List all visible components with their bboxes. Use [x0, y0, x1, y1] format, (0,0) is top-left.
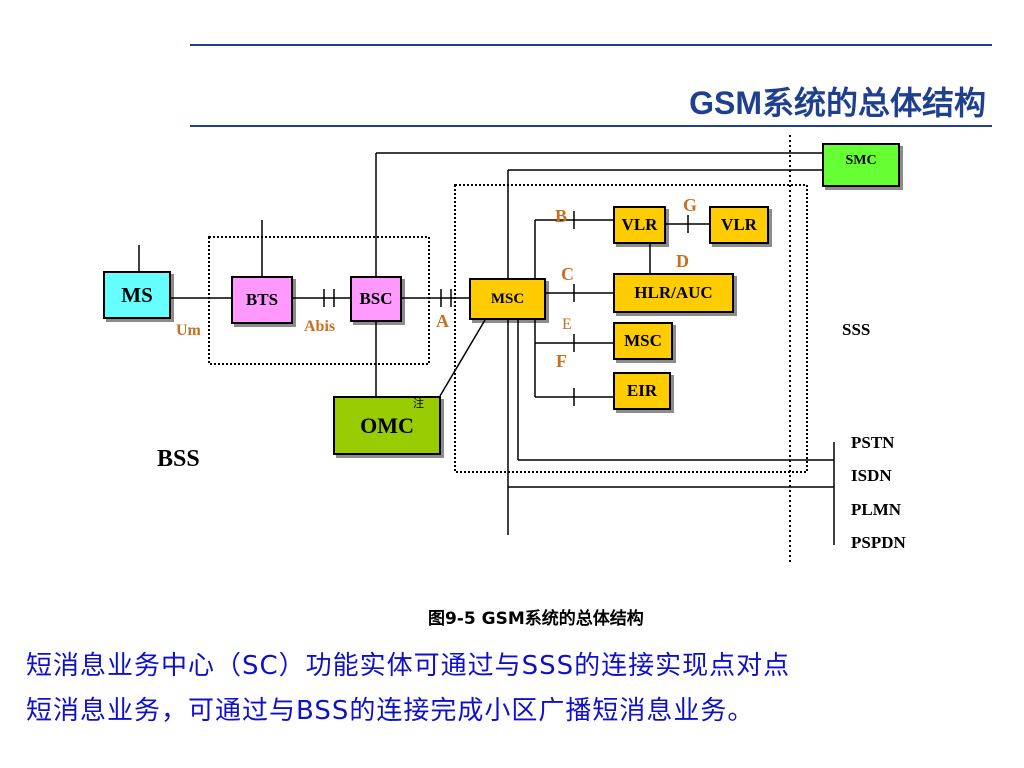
bts-box: BTS: [231, 276, 293, 324]
vlr-label-1: VLR: [621, 215, 658, 234]
msc-box: MSC: [469, 278, 546, 320]
description-line-1: 短消息业务中心（SC）功能实体可通过与SSS的连接实现点对点: [26, 651, 791, 681]
a-interface-label: A: [436, 311, 449, 331]
d-interface-label: D: [676, 251, 689, 271]
c-interface-label: C: [561, 264, 574, 284]
f-interface-label: F: [556, 351, 567, 371]
vlr-label-2: VLR: [721, 215, 757, 234]
bss-group-boundary: [208, 236, 430, 365]
um-interface-label: Um: [176, 322, 201, 339]
network-plmn: PLMN: [851, 500, 902, 519]
omc-label: OMC: [360, 412, 414, 438]
b-interface-label: B: [555, 206, 568, 226]
eir-box: EIR: [613, 372, 671, 410]
top-rule: [190, 44, 992, 46]
vlr-box-2: VLR: [709, 206, 769, 244]
abis-interface-label: Abis: [304, 318, 336, 335]
network-pstn: PSTN: [851, 433, 895, 452]
g-interface-label: G: [683, 195, 698, 215]
description-line-2: 短消息业务，可通过与BSS的连接完成小区广播短消息业务。: [26, 696, 755, 726]
omc-msc-link: [439, 319, 486, 397]
msc-box-2: MSC: [613, 322, 673, 360]
sss-group-boundary: [454, 184, 808, 473]
page-title: GSM系统的总体结构: [689, 85, 986, 121]
smc-label: SMC: [845, 153, 877, 168]
msc-label: MSC: [490, 290, 525, 307]
bsc-label: BSC: [359, 289, 393, 308]
e-interface-label: E: [562, 316, 572, 333]
hlr-auc-label: HLR/AUC: [634, 283, 713, 302]
msc-label-2: MSC: [624, 331, 662, 350]
hlr-auc-box: HLR/AUC: [613, 273, 734, 313]
figure-caption: 图9-5 GSM系统的总体结构: [428, 609, 644, 629]
smc-box: SMC: [822, 143, 900, 187]
bss-group-label: BSS: [157, 446, 200, 472]
sss-group-label: SSS: [842, 320, 871, 339]
omc-box: OMC: [333, 396, 441, 455]
omc-note: 注: [413, 398, 424, 410]
bsc-box: BSC: [350, 276, 402, 322]
network-isdn: ISDN: [851, 466, 892, 485]
vlr-box-1: VLR: [613, 206, 666, 244]
bts-label: BTS: [245, 290, 279, 309]
ms-label: MS: [121, 282, 153, 307]
ms-box: MS: [103, 271, 171, 319]
eir-label: EIR: [626, 381, 658, 400]
title-underline: [190, 125, 992, 127]
network-pspdn: PSPDN: [851, 533, 906, 552]
